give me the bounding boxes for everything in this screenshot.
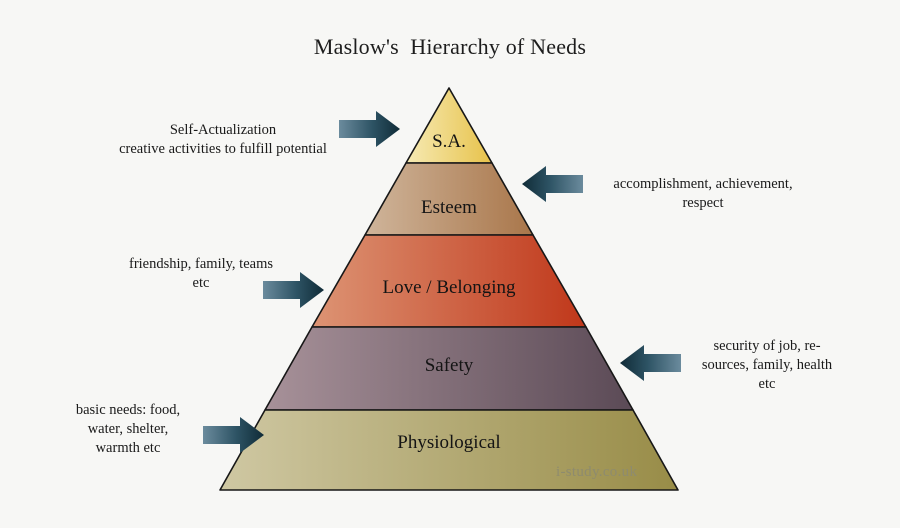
annotation-line: friendship, family, teams	[128, 256, 274, 272]
annotation-line: etc	[192, 275, 210, 292]
annotation-line: accomplishment, achievement,	[613, 176, 793, 192]
annotation-line: creative activities to fulfill potential	[119, 141, 327, 158]
annotation-line: basic needs: food,	[75, 402, 181, 418]
pyramid-level-safety[interactable]	[264, 326, 634, 411]
annotation-line: water, shelter,	[87, 421, 169, 438]
arrow-physiological-icon	[203, 417, 264, 453]
annotation-esteem: accomplishment, achievement, respect	[589, 175, 817, 213]
page-title: Maslow's Hierarchy of Needs	[313, 34, 587, 59]
pyramid-level-self-actualization[interactable]	[405, 87, 493, 164]
annotation-physiological: basic needs: food, water, shelter, warmt…	[57, 401, 199, 458]
arrow-esteem-icon	[522, 166, 583, 202]
arrow-love-belonging-icon	[263, 272, 324, 308]
annotation-line: etc	[758, 376, 776, 393]
arrow-self-actualization-icon	[339, 111, 400, 147]
annotation-line: warmth etc	[95, 440, 161, 457]
annotation-love-belonging: friendship, family, teams etc	[105, 255, 297, 293]
annotation-line: respect	[682, 195, 724, 212]
arrow-safety-icon	[620, 345, 681, 381]
annotation-line: Self-Actualization	[169, 122, 277, 138]
pyramid-level-love-belonging[interactable]	[311, 234, 587, 328]
pyramid-level-physiological[interactable]	[219, 409, 679, 491]
annotation-line: security of job, re-	[713, 338, 821, 354]
annotation-line: sources, family, health	[701, 357, 833, 374]
pyramid-level-esteem[interactable]	[364, 162, 534, 236]
annotation-self-actualization: Self-Actualization creative activities t…	[113, 121, 333, 159]
annotation-safety: security of job, re- sources, family, he…	[687, 337, 847, 394]
watermark: i-study.co.uk	[556, 464, 638, 480]
